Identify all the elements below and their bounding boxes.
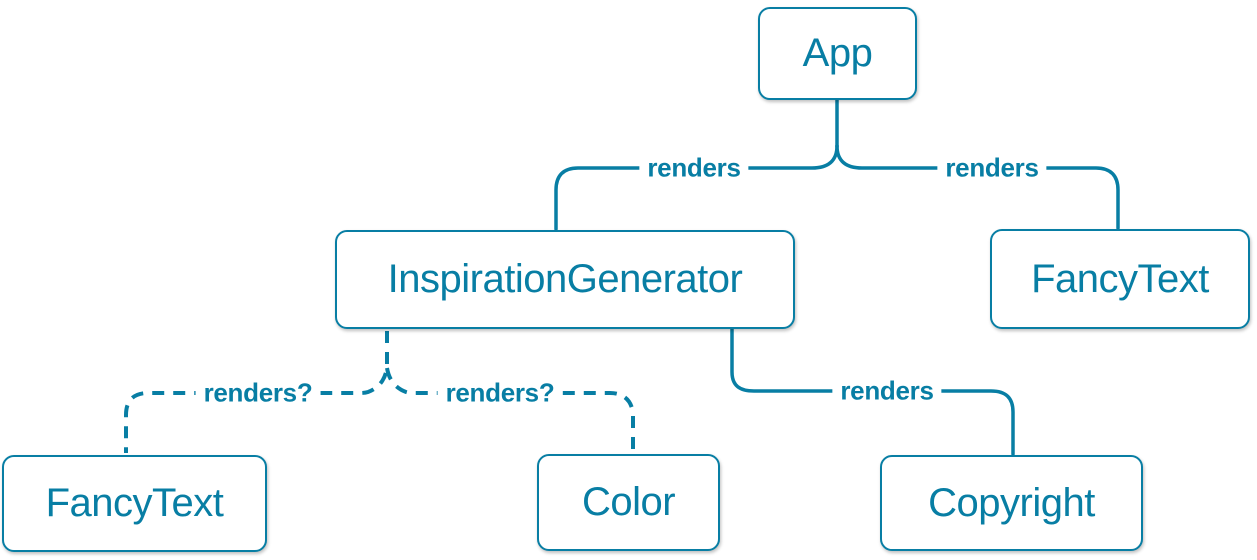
node-fancy-text-bottom-label: FancyText xyxy=(45,481,224,525)
edge-inspiration-generator-to-color xyxy=(385,367,635,452)
node-color: Color xyxy=(537,454,720,551)
node-fancy-text-top: FancyText xyxy=(990,229,1250,329)
edge-label-renders-app-inspiration: renders xyxy=(639,154,749,183)
node-fancy-text-top-label: FancyText xyxy=(1031,256,1209,301)
node-color-label: Color xyxy=(581,480,676,524)
node-app-label: App xyxy=(802,31,873,75)
edge-app-to-fancy-text xyxy=(835,144,1120,230)
node-inspiration-generator: InspirationGenerator xyxy=(335,230,795,329)
edge-label-renders-conditional-fancytext: renders? xyxy=(195,379,321,408)
edge-app-to-inspiration-generator xyxy=(554,144,839,231)
node-fancy-text-bottom: FancyText xyxy=(2,455,267,552)
node-copyright: Copyright xyxy=(880,455,1143,551)
edge-label-renders-copyright: renders xyxy=(832,377,942,406)
edge-inspiration-generator-to-fancy-text xyxy=(124,331,389,453)
edge-label-renders-app-fancytext: renders xyxy=(937,154,1047,183)
node-inspiration-generator-label: InspirationGenerator xyxy=(387,257,743,301)
node-copyright-label: Copyright xyxy=(928,480,1095,525)
edge-label-renders-conditional-color: renders? xyxy=(437,379,563,408)
node-app: App xyxy=(758,7,917,100)
